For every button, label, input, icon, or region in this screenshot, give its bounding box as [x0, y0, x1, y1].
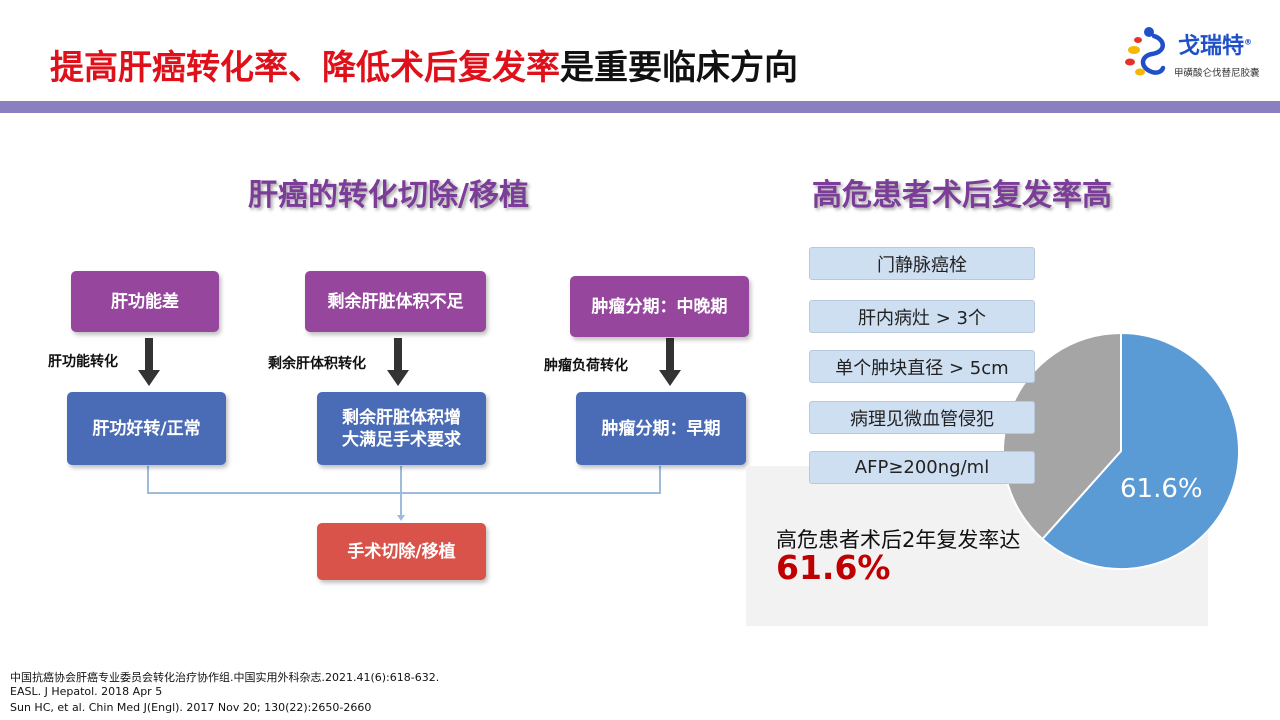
flow-final-surgery: 手术切除/移植 — [317, 523, 486, 580]
reference-item: EASL. J Hepatol. 2018 Apr 5 — [10, 685, 163, 698]
stat-value: 61.6% — [776, 548, 891, 587]
flow-problem-liver-volume: 剩余肝脏体积不足 — [305, 271, 486, 332]
down-arrow — [387, 338, 409, 386]
risk-factor-item: 病理见微血管侵犯 — [809, 401, 1035, 434]
risk-factor-item: 肝内病灶 > 3个 — [809, 300, 1035, 333]
flow-transform-label: 剩余肝体积转化 — [268, 356, 366, 372]
page-title-rest: 是重要临床方向 — [560, 48, 798, 88]
stat-caption: 高危患者术后2年复发率达 — [776, 528, 1021, 552]
merge-connector — [147, 466, 661, 517]
down-arrow — [659, 338, 681, 386]
flow-problem-tumor-stage: 肿瘤分期：中晚期 — [570, 276, 749, 337]
flow-transform-label: 肿瘤负荷转化 — [544, 358, 628, 374]
reference-item: 中国抗癌协会肝癌专业委员会转化治疗协作组.中国实用外科杂志.2021.41(6)… — [10, 671, 440, 684]
risk-factor-item: AFP≥200ng/ml — [809, 451, 1035, 484]
brand-logo: 戈瑞特® 甲磺酸仑伐替尼胶囊 — [1122, 22, 1274, 88]
flow-outcome-liver-volume: 剩余肝脏体积增大满足手术要求 — [317, 392, 486, 465]
flow-transform-label: 肝功能转化 — [48, 354, 118, 370]
flow-problem-liver-function: 肝功能差 — [71, 271, 219, 332]
merge-arrowhead — [397, 515, 405, 521]
page-title: 提高肝癌转化率、降低术后复发率是重要临床方向 — [50, 40, 798, 89]
right-section-heading: 高危患者术后复发率高 — [812, 178, 1112, 213]
risk-factor-item: 门静脉癌栓 — [809, 247, 1035, 280]
risk-factor-item: 单个肿块直径 > 5cm — [809, 350, 1035, 383]
registered-mark: ® — [1244, 37, 1253, 47]
reference-item: Sun HC, et al. Chin Med J(Engl). 2017 No… — [10, 701, 372, 714]
flow-outcome-tumor-stage: 肿瘤分期：早期 — [576, 392, 746, 465]
page-title-highlight: 提高肝癌转化率、降低术后复发率 — [50, 48, 560, 88]
brand-name: 戈瑞特® — [1178, 34, 1253, 59]
left-section-heading: 肝癌的转化切除/移植 — [248, 178, 529, 213]
pie-slice-0 — [1040, 331, 1240, 570]
pie-slice-label: 61.6% — [1120, 474, 1203, 504]
down-arrow — [138, 338, 160, 386]
brand-logo-mark-icon — [1125, 27, 1166, 76]
brand-subtitle: 甲磺酸仑伐替尼胶囊 — [1174, 68, 1260, 79]
flow-outcome-liver-function: 肝功好转/正常 — [67, 392, 226, 465]
header-divider — [0, 101, 1280, 113]
